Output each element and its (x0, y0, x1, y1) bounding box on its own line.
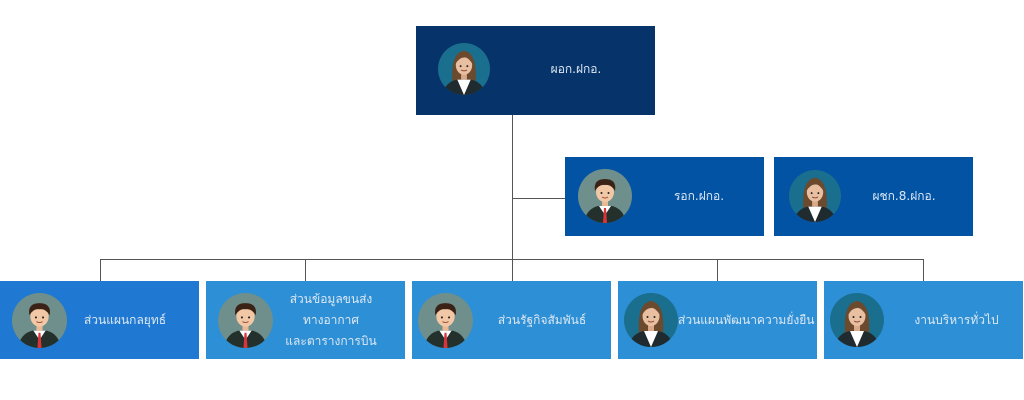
connector-line (100, 259, 101, 281)
node-label: รอก.ฝกอ. (673, 189, 725, 203)
node-label: ส่วนข้อมูลขนส่ง (289, 292, 373, 306)
node-label: ส่วนแผนพัฒนาความยั่งยืน (678, 313, 815, 327)
node-label: งานบริหารทั่วไป (914, 313, 999, 327)
node-label: และตารางการบิน (285, 334, 377, 348)
org-node-public-relations[interactable]: ส่วนรัฐกิจสัมพันธ์ (412, 281, 611, 359)
female-avatar-icon (624, 293, 678, 347)
node-label: ส่วนรัฐกิจสัมพันธ์ (497, 313, 587, 327)
male-avatar-icon (578, 169, 632, 223)
org-node-strategy[interactable]: ส่วนแผนกลยุทธ์ (0, 281, 199, 359)
connector-line (512, 115, 513, 260)
org-node-deputy[interactable]: รอก.ฝกอ. (565, 157, 764, 236)
female-avatar-icon (438, 43, 490, 95)
connector-line (717, 259, 718, 281)
female-avatar-icon (789, 170, 841, 222)
connector-line (512, 198, 565, 199)
node-label: ผอก.ฝกอ. (550, 62, 602, 76)
connector-line (923, 259, 924, 281)
node-label: ผชก.8.ฝกอ. (872, 189, 936, 203)
org-node-general-admin[interactable]: งานบริหารทั่วไป (824, 281, 1023, 359)
connector-line (305, 259, 306, 281)
org-node-sustainability[interactable]: ส่วนแผนพัฒนาความยั่งยืน (618, 281, 817, 359)
org-node-director[interactable]: ผอก.ฝกอ. (416, 26, 655, 115)
male-avatar-icon (418, 293, 473, 348)
female-avatar-icon (830, 293, 884, 347)
male-avatar-icon (12, 293, 67, 348)
org-node-assistant[interactable]: ผชก.8.ฝกอ. (774, 157, 973, 236)
connector-line (512, 259, 513, 281)
node-label: ทางอากาศ (302, 313, 360, 327)
male-avatar-icon (218, 293, 273, 348)
node-label: ส่วนแผนกลยุทธ์ (83, 313, 167, 327)
org-node-air-transport-data[interactable]: ส่วนข้อมูลขนส่ง ทางอากาศ และตารางการบิน (206, 281, 405, 359)
